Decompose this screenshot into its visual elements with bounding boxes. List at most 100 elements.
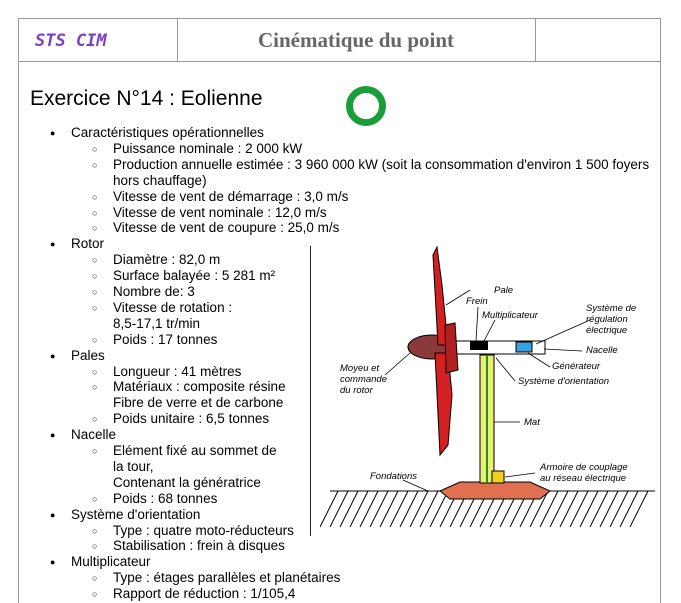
page-border-right [660,62,661,603]
list-section-item: Multiplicateur [71,554,151,570]
label-pale: Pale [494,285,513,296]
label-frein: Frein [466,296,488,307]
bullet-circle: ○ [92,525,98,536]
wind-turbine-diagram: Pale Frein Multiplicateur Système de rég… [320,245,655,528]
bullet-circle: ○ [92,159,98,170]
header-title: Cinématique du point [257,28,455,52]
ground-hatch-line [529,490,549,528]
list-sub-item: Surface balayée : 5 281 m² [113,268,276,284]
ground-hatch-line [359,490,379,528]
label-moyeu-1: Moyeu et [340,363,379,374]
ground-hatch-line [339,490,359,528]
list-sub-item: Puissance nominale : 2 000 kW [113,140,303,156]
ground-hatch-line [429,490,449,528]
label-generateur: Générateur [552,361,601,372]
foundation [439,481,551,500]
label-armoire-1: Armoire de couplage [539,462,628,473]
label-regulation-3: électrique [586,325,627,336]
list-sub-item: Poids unitaire : 6,5 tonnes [113,411,270,427]
list-sub-item: la tour, [113,458,154,474]
bullet-circle: ○ [92,414,98,425]
list-sub-item: Vitesse de vent de coupure : 25,0 m/s [113,220,340,236]
list-sub-item: Nombre de: 3 [113,284,195,299]
list-section-item: Système d'orientation [71,506,201,522]
label-nacelle: Nacelle [586,345,618,356]
list-sub-item: Type : quatre moto-réducteurs [113,522,294,538]
list-sub-item: Diamètre : 82,0 m [113,252,221,268]
blade-rotor-disk [444,322,459,374]
ground-hatch-line [609,490,629,528]
bullet-circle: ○ [92,541,98,552]
label-moyeu-3: du rotor [340,385,374,396]
list-sub-item: Fibre de verre et de carbone [113,395,284,411]
label-fondations: Fondations [370,471,417,482]
green-ring-icon [346,86,386,126]
ground-hatch-line [379,490,399,528]
ground-hatch-line [629,490,649,528]
bullet-disc: ● [50,557,56,568]
bullet-circle: ○ [92,589,98,600]
bullet-circle: ○ [92,366,98,377]
column-separator [310,246,311,536]
ground-hatch-line [569,490,589,528]
label-orientation: Système d'orientation [518,376,609,387]
list-sub-item: Vitesse de vent de démarrage : 3,0 m/s [113,188,349,204]
list-sub-item: Elément fixé au sommet de [113,443,277,458]
list-sub-item: Contenant la génératrice [113,474,261,490]
page-border-left [18,62,19,603]
label-regulation-1: Système de [586,303,636,314]
bullet-circle: ○ [92,493,98,504]
label-armoire-2: au réseau électrique [540,473,626,484]
list-sub-item: Poids : 68 tonnes [113,490,218,506]
label-multiplicateur: Multiplicateur [482,310,539,321]
list-sub-item: Stabilisation : frein à disques [113,538,285,554]
list-sub-item: Vitesse de rotation : [113,299,233,315]
bullet-circle: ○ [92,143,98,154]
header-label: STS CIM [35,31,107,51]
bullet-disc: ● [50,430,56,441]
bullet-circle: ○ [92,223,98,234]
header-left-cell [19,19,178,61]
ground-hatch-line [539,490,559,528]
label-regulation-2: régulation [586,314,628,325]
ground-hatch-line [409,490,429,528]
ground-hatch-line [559,490,579,528]
list-section-item: Pales [71,347,105,363]
bullet-circle: ○ [92,382,98,393]
list-sub-item: Production annuelle estimée : 3 960 000 … [113,156,650,172]
bullet-circle: ○ [92,287,98,297]
ground-hatch-line [419,490,439,528]
bullet-disc: ● [50,239,56,250]
ground-hatch-line [589,490,609,528]
ground-hatch-line [329,490,349,528]
list-sub-item: Poids : 17 tonnes [113,331,218,347]
ground-hatch-line [349,490,369,528]
ground-hatch-line [619,490,639,528]
bullet-circle: ○ [92,302,98,313]
bullet-circle: ○ [92,446,98,456]
exercise-title: Exercice N°14 : Eolienne [30,87,263,110]
bullet-disc: ● [50,509,56,520]
label-mat: Mat [524,417,540,428]
list-sub-item: Vitesse de vent nominale : 12,0 m/s [113,204,327,220]
ground-hatch-line [599,490,619,528]
bullet-circle: ○ [92,573,98,584]
bullet-disc: ● [50,128,56,138]
ground-hatch-line [579,490,599,528]
bullet-circle: ○ [92,334,98,345]
header-table: STS CIM Cinématique du point [18,18,661,62]
ground-hatch-line [549,490,569,528]
list-sub-item: 8,5-17,1 tr/min [113,315,201,331]
list-section-item: Caractéristiques opérationnelles [71,125,264,140]
bullet-disc: ● [50,350,56,361]
ground-hatch-line [389,490,409,528]
bullet-circle: ○ [92,191,98,202]
ground-hatch-line [399,490,419,528]
bullet-circle: ○ [92,255,98,266]
label-moyeu-2: commande [340,374,387,385]
bullet-circle: ○ [92,271,98,282]
list-sub-item: Longueur : 41 mètres [113,363,242,379]
electrical-cabinet [491,470,505,484]
list-section-item: Nacelle [71,427,117,443]
ground-hatch-line [369,490,389,528]
